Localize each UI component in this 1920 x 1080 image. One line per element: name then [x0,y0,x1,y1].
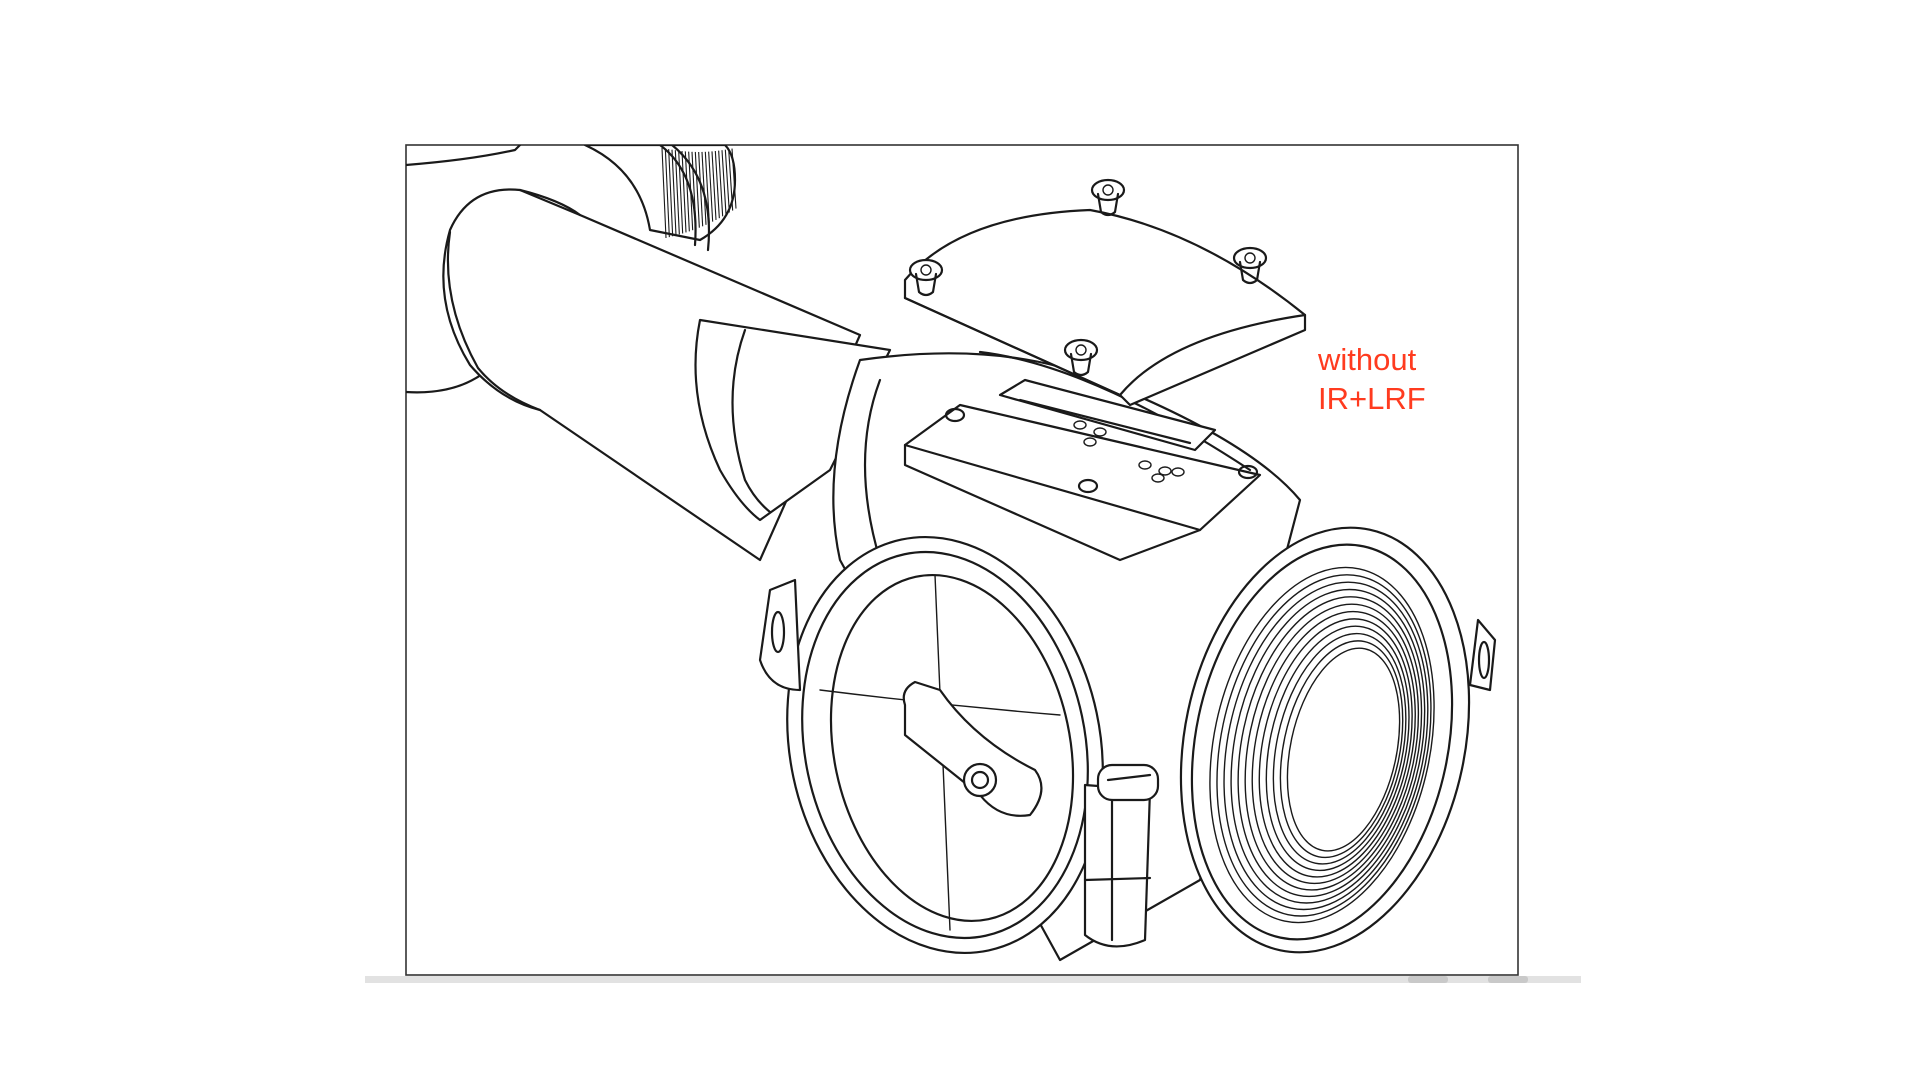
bottom-strip [365,976,1581,983]
dovetail-rail [903,378,1262,562]
screw-icon [1090,178,1126,217]
screw-icon [1232,246,1268,285]
objective-tube [442,188,892,562]
focus-wheel [583,145,737,252]
annotation-text: without IR+LRF [1318,340,1426,418]
rear-lens-cap [1179,526,1497,954]
strip-thumb-2 [1488,976,1528,983]
strip-thumb-1 [1408,976,1448,983]
flip-lever: OPEN [902,680,1043,817]
annotation-line-1: without [1318,342,1417,377]
screw-icon [908,258,944,297]
screw-icon [1063,338,1099,377]
mount-plate [903,208,1307,407]
hinge-pin [1083,763,1160,948]
rear-housing [406,145,522,167]
annotation-line-2: IR+LRF [1318,381,1426,416]
